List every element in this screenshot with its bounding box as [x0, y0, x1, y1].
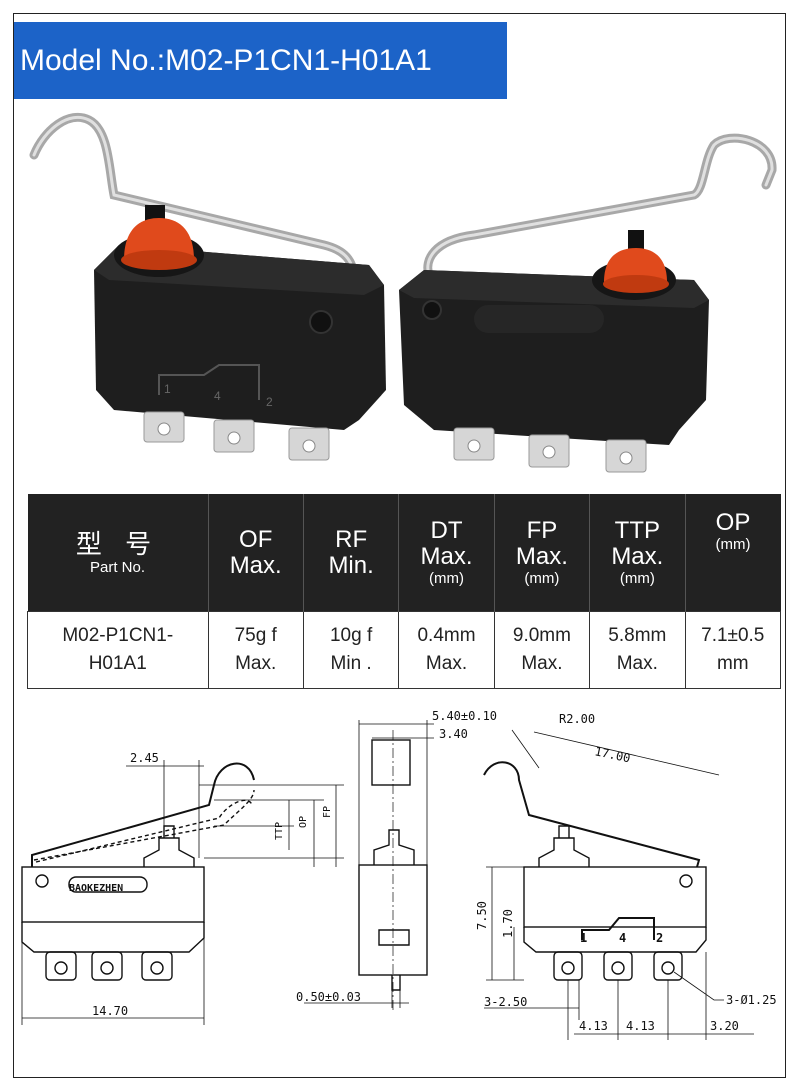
left-switch: 1 4 2: [29, 112, 386, 461]
header-op-main: OP: [715, 509, 751, 536]
cell-rf-l1: 10g f: [329, 625, 373, 646]
cell-rf: 10g f Min .: [302, 611, 400, 689]
cell-op-l1: 7.1±0.5: [701, 625, 765, 646]
spec-table: 型 号 Part No. OF Max. RF Min. DT Max. (mm…: [27, 494, 782, 689]
dim-pitch1: 4.13: [579, 1019, 608, 1033]
header-fp: FP Max. (mm): [493, 494, 590, 612]
middle-view: [304, 720, 434, 1010]
header-dt-line2: Max.: [420, 542, 473, 570]
dim-pitch2: 4.13: [626, 1019, 655, 1033]
cell-op: 7.1±0.5 mm: [684, 611, 782, 689]
header-fp-unit: (mm): [524, 569, 560, 587]
left-switch-terminal-4: 4: [214, 389, 221, 403]
model-number: M02-P1CN1-H01A1: [165, 43, 432, 77]
header-rf-main: RF: [335, 525, 368, 553]
dim-op: OP: [298, 816, 309, 828]
terminal-2-label: 2: [656, 931, 663, 945]
header-ttp: TTP Max. (mm): [589, 494, 686, 612]
cell-op-l2: mm: [716, 653, 749, 674]
right-view: [483, 729, 754, 1040]
brand-label: BAOKEZHEN: [69, 883, 123, 894]
dim-left-bottom: 14.70: [92, 1004, 128, 1018]
header-part-no-en: Part No.: [89, 558, 146, 576]
model-label: Model No.:: [20, 43, 166, 77]
page-frame: [13, 13, 786, 1078]
dim-ttp: TTP: [274, 822, 285, 840]
cell-of: 75g f Max.: [207, 611, 304, 689]
header-op-unit: (mm): [715, 536, 751, 553]
product-photo: 1 4 2: [29, 112, 777, 473]
header-rf-line2: Min.: [328, 551, 374, 579]
terminal-4-label: 4: [619, 931, 626, 945]
cell-ttp-l1: 5.8mm: [608, 625, 667, 646]
terminal-1-label: 1: [580, 931, 587, 945]
cell-dt-l2: Max.: [425, 653, 468, 674]
dim-height2: 1.70: [501, 909, 515, 938]
model-banner: Model No.:M02-P1CN1-H01A1: [14, 22, 507, 99]
cell-rf-l2: Min .: [330, 653, 372, 674]
left-switch-terminal-1: 1: [164, 382, 171, 396]
header-ttp-unit: (mm): [619, 569, 655, 587]
technical-drawing: BAOKEZHEN 2.45 14.70 TTP OP FP 5.40±0.10…: [21, 709, 777, 1040]
dim-left-top: 2.45: [130, 751, 159, 765]
dim-height: 7.50: [475, 901, 489, 930]
header-dt-main: DT: [430, 516, 463, 544]
cell-dt-l1: 0.4mm: [417, 625, 476, 646]
header-dt: DT Max. (mm): [398, 494, 495, 612]
spec-header-row: 型 号 Part No. OF Max. RF Min. DT Max. (mm…: [27, 494, 781, 612]
header-ttp-line2: Max.: [611, 542, 664, 570]
cell-of-l2: Max.: [235, 653, 277, 674]
dim-radius: R2.00: [559, 712, 595, 726]
dim-fp: FP: [322, 806, 333, 818]
header-rf: RF Min.: [302, 494, 399, 612]
left-switch-terminal-2: 2: [266, 395, 273, 409]
header-part-no-cn: 型 号: [75, 528, 160, 559]
cell-ttp-l2: Max.: [616, 653, 658, 674]
dim-mid-top: 5.40±0.10: [432, 709, 497, 723]
spec-data-row: M02-P1CN1- H01A1 75g f Max. 10g f Min . 0.4…: [27, 611, 782, 689]
header-fp-main: FP: [526, 516, 558, 544]
header-of-line2: Max.: [229, 551, 282, 579]
header-of: OF Max.: [207, 494, 304, 612]
dim-hole-left: 3-2.50: [484, 995, 527, 1009]
cell-part-no-l2: H01A1: [88, 653, 147, 674]
cell-part-no-l1: M02-P1CN1-: [62, 625, 174, 646]
header-ttp-main: TTP: [614, 516, 660, 544]
dim-offset: 3.20: [710, 1019, 739, 1033]
header-dt-unit: (mm): [429, 569, 464, 587]
header-of-main: OF: [239, 525, 273, 553]
left-view: [21, 760, 344, 1025]
dim-mid-bottom: 0.50±0.03: [296, 990, 361, 1004]
dim-mid-second: 3.40: [439, 727, 468, 741]
header-fp-line2: Max.: [515, 542, 568, 570]
cell-part-no: M02-P1CN1- H01A1: [27, 611, 209, 689]
cell-fp-l1: 9.0mm: [512, 625, 571, 646]
header-part-no: 型 号 Part No.: [27, 494, 208, 612]
cell-of-l1: 75g f: [234, 625, 277, 646]
dim-lever: 17.00: [593, 744, 631, 765]
cell-fp-l2: Max.: [521, 653, 563, 674]
right-switch: [399, 133, 777, 473]
dim-hole-dia: 3-Ø1.25: [726, 993, 777, 1007]
header-op: OP (mm): [684, 494, 781, 612]
